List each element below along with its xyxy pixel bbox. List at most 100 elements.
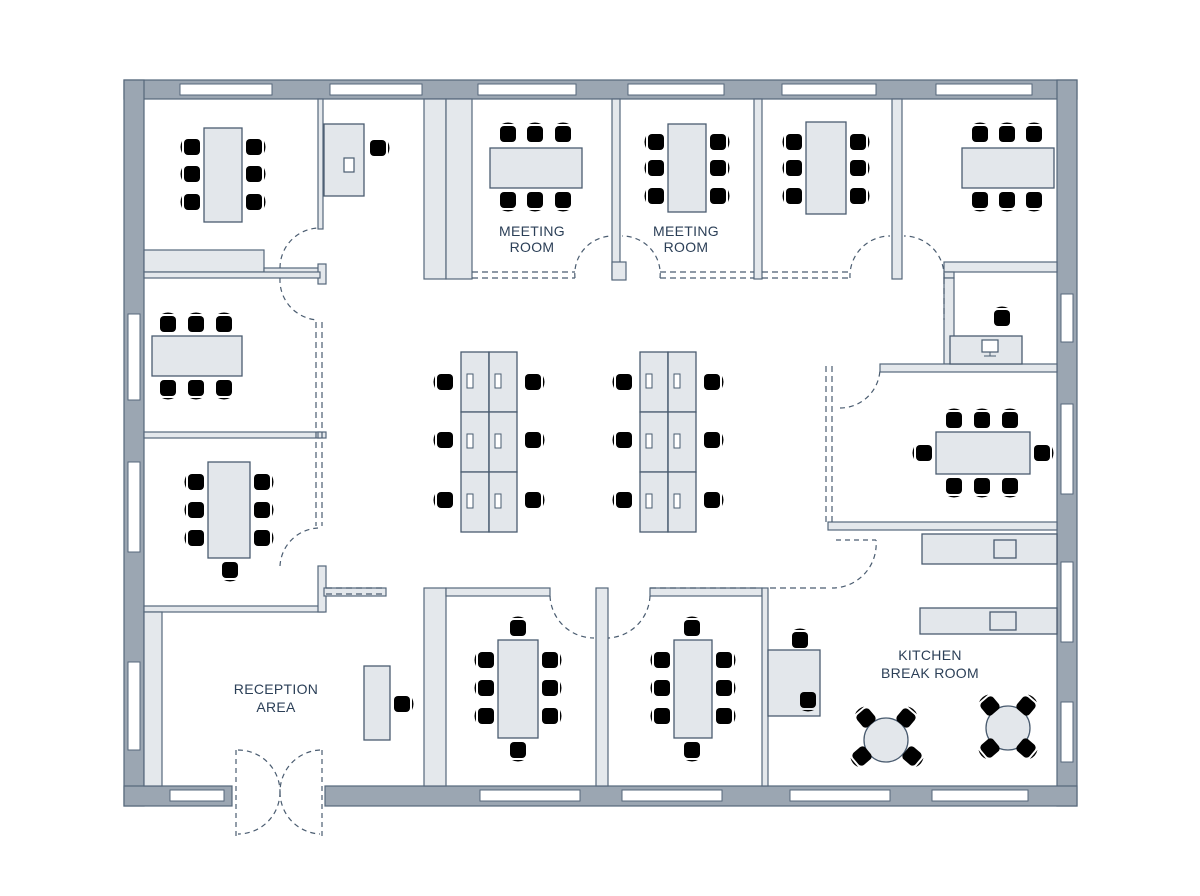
chair-icon <box>474 651 494 669</box>
chair-icon <box>650 707 670 725</box>
chair-icon <box>184 501 204 519</box>
chair-icon <box>180 138 200 156</box>
chair-icon <box>1025 192 1043 212</box>
interior-walls <box>143 98 1058 787</box>
chair-icon <box>971 192 989 212</box>
chair-icon <box>509 616 527 636</box>
chair-icon <box>215 380 233 400</box>
chair-icon <box>509 742 527 762</box>
chair-icon <box>525 491 545 509</box>
reception-label: RECEPTION <box>234 681 318 697</box>
chair-icon <box>184 473 204 491</box>
chair-icon <box>998 192 1016 212</box>
chair-icon <box>554 192 572 212</box>
chair-icon <box>850 133 870 151</box>
chair-icon <box>474 679 494 697</box>
chair-icon <box>1001 408 1019 428</box>
chair-icon <box>612 373 632 391</box>
chair-icon <box>1001 478 1019 498</box>
door-swing-icon <box>235 227 945 840</box>
chair-icon <box>973 408 991 428</box>
chair-icon <box>215 312 233 332</box>
chair-icon <box>993 306 1011 326</box>
chair-icon <box>998 122 1016 142</box>
chair-icon <box>791 628 809 648</box>
chair-icon <box>370 139 390 157</box>
meeting-room-label-1: MEETING <box>499 223 565 239</box>
chair-icon <box>945 408 963 428</box>
chair-icon <box>683 616 701 636</box>
chair-icon <box>1025 122 1043 142</box>
chair-icon <box>525 431 545 449</box>
chair-icon <box>180 165 200 183</box>
chair-icon <box>159 380 177 400</box>
reception-label-b: AREA <box>256 699 296 715</box>
chair-icon <box>782 159 802 177</box>
chair-icon <box>187 380 205 400</box>
room-labels: MEETING ROOM MEETING ROOM RECEPTION AREA… <box>234 223 979 715</box>
chair-icon <box>542 707 562 725</box>
chair-icon <box>499 192 517 212</box>
meeting-room-label-2b: ROOM <box>664 239 709 255</box>
chair-icon <box>716 679 736 697</box>
workstation-clusters <box>460 351 697 533</box>
chair-icon <box>973 478 991 498</box>
chair-icon <box>433 431 453 449</box>
chair-icon <box>526 192 544 212</box>
chair-icon <box>612 491 632 509</box>
chair-icon <box>525 373 545 391</box>
chair-icon <box>704 373 724 391</box>
chair-icon <box>1034 444 1054 462</box>
chair-icon <box>246 165 266 183</box>
chair-icon <box>850 187 870 205</box>
chair-icon <box>850 159 870 177</box>
chair-icon <box>716 651 736 669</box>
chair-icon <box>644 133 664 151</box>
chair-icon <box>716 707 736 725</box>
chair-icon <box>710 187 730 205</box>
chair-icon <box>499 122 517 142</box>
chair-icon <box>542 679 562 697</box>
chair-icon <box>184 529 204 547</box>
workstation-cluster <box>460 351 518 533</box>
chair-icon <box>710 133 730 151</box>
chair-icon <box>704 491 724 509</box>
meeting-room-label-2: MEETING <box>653 223 719 239</box>
chair-icon <box>246 138 266 156</box>
chair-icon <box>254 501 274 519</box>
chair-icon <box>912 444 932 462</box>
chair-icon <box>254 473 274 491</box>
chair-icon <box>221 562 239 582</box>
chair-icon <box>180 193 200 211</box>
chair-icon <box>433 491 453 509</box>
chair-icon <box>554 122 572 142</box>
glass-partitions <box>315 271 945 595</box>
exterior-walls <box>123 79 1078 807</box>
chair-icon <box>612 431 632 449</box>
chair-icon <box>526 122 544 142</box>
meeting-room-label-1b: ROOM <box>510 239 555 255</box>
chair-icon <box>433 373 453 391</box>
chair-icon <box>542 651 562 669</box>
chair-icon <box>474 707 494 725</box>
chair-icon <box>159 312 177 332</box>
chair-icon <box>710 159 730 177</box>
kitchen-label: KITCHEN <box>898 647 962 663</box>
chair-icon <box>644 187 664 205</box>
workstation-cluster <box>639 351 697 533</box>
chair-icon <box>650 651 670 669</box>
chair-icon <box>650 679 670 697</box>
monitor-icon <box>343 157 999 357</box>
chair-icon <box>644 159 664 177</box>
chair-icon <box>254 529 274 547</box>
chair-icon <box>187 312 205 332</box>
chair-icon <box>782 133 802 151</box>
chair-icon <box>945 478 963 498</box>
chair-icon <box>683 742 701 762</box>
furniture <box>151 121 1058 763</box>
chair-icon <box>704 431 724 449</box>
kitchen-label-b: BREAK ROOM <box>881 665 979 681</box>
chair-icon <box>971 122 989 142</box>
chair-icon <box>782 187 802 205</box>
